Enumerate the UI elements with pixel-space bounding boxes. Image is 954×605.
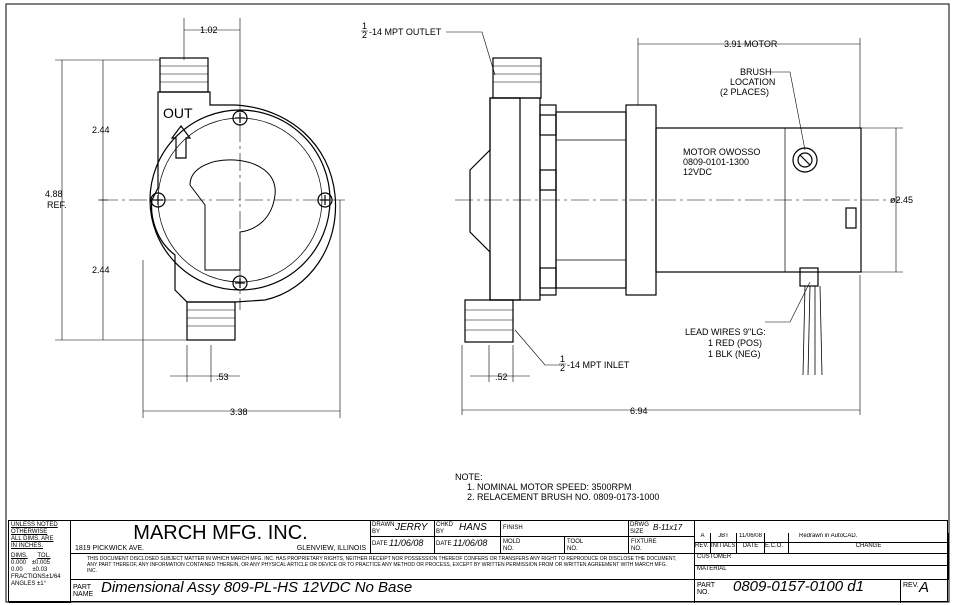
rev-row-rev: A <box>695 533 711 543</box>
mold-cell: MOLD NO. <box>501 537 565 554</box>
dim-motor: 3.91 MOTOR <box>724 39 778 49</box>
company-block: MARCH MFG. INC. 1819 PICKWICK AVE. GLENV… <box>71 521 371 554</box>
tol-line4: IN INCHES. <box>11 543 44 549</box>
motor-label-1: MOTOR OWOSSO <box>683 147 760 157</box>
fixture-label: FIXTURE NO. <box>631 539 657 552</box>
brush-label-2: LOCATION <box>730 77 775 87</box>
motor-label-3: 12VDC <box>683 167 713 177</box>
front-view-dimensions <box>55 18 341 418</box>
outlet-fraction-num: 1 <box>362 21 367 31</box>
note-item-1: 1. NOMINAL MOTOR SPEED: 3500RPM <box>467 482 632 492</box>
side-view-dimensions <box>446 31 903 415</box>
tol-dims-hdr: DIMS. <box>11 553 28 559</box>
tol-tol-hdr: TOL. <box>37 553 51 559</box>
drwg-size-label: DRWG SIZE <box>630 522 649 535</box>
tol-row2-dim: 0.00 <box>11 567 23 573</box>
title-block: UNLESS NOTED OTHERWISE ALL DIMS. ARE IN … <box>8 520 949 603</box>
dim-0-52: .52 <box>495 372 508 382</box>
chkd-by-label: CHKD BY <box>436 522 454 535</box>
chkd-by-cell: CHKD BY HANS <box>435 521 501 537</box>
chkd-date-label: DATE <box>436 541 452 547</box>
proprietary-notice: THIS DOCUMENT DISCLOSED SUBJECT MATTER I… <box>71 554 695 580</box>
dim-4-88-ref: REF. <box>47 200 67 210</box>
chkd-by-value: HANS <box>459 522 487 533</box>
side-view <box>455 57 900 376</box>
part-name-value: Dimensional Assy 809-PL-HS 12VDC No Base <box>101 580 413 596</box>
tol-row1-tol: ±0.005 <box>31 560 50 566</box>
note-item-2: 2. RELACEMENT BRUSH NO. 0809-0173-1000 <box>467 492 660 502</box>
customer-cell: CUSTOMER <box>695 554 949 566</box>
company-name: MARCH MFG. INC. <box>133 522 308 544</box>
dim-3-38: 3.38 <box>230 407 248 417</box>
rev-value: A <box>919 580 930 596</box>
rev-cell: REV. A <box>901 580 949 603</box>
drawn-by-cell: DRAWN BY JERRY <box>371 521 435 537</box>
inlet-label: -14 MPT INLET <box>567 360 630 370</box>
tol-line3: ALL DIMS. ARE <box>11 536 54 542</box>
tolerance-block: UNLESS NOTED OTHERWISE ALL DIMS. ARE IN … <box>9 521 71 603</box>
dim-6-94: 6.94 <box>630 406 648 416</box>
part-no-cell: PART NO. 0809-0157-0100 d1 <box>695 580 901 603</box>
part-no-value: 0809-0157-0100 d1 <box>733 580 864 595</box>
tol-row2-tol: ±0.03 <box>32 567 48 573</box>
inlet-fraction-num: 1 <box>560 354 565 364</box>
out-label: OUT <box>163 105 193 121</box>
tol-row1-dim: 0.000 <box>11 560 27 566</box>
outlet-fraction-den: 2 <box>362 30 367 40</box>
motor-label-2: 0809-0101-1300 <box>683 157 749 167</box>
lead-label-2: 1 RED (POS) <box>708 338 762 348</box>
brush-label-3: (2 PLACES) <box>720 87 769 97</box>
chkd-date-cell: DATE 11/06/08 <box>435 537 501 554</box>
drwg-size-cell: DRWG SIZE B-11x17 <box>629 521 695 537</box>
outlet-label: -14 MPT OUTLET <box>369 27 442 37</box>
brush-label-1: BRUSH <box>740 67 772 77</box>
dim-4-88: 4.88 <box>45 189 63 199</box>
notes: NOTE: 1. NOMINAL MOTOR SPEED: 3500RPM 2.… <box>455 472 659 502</box>
drawn-by-label: DRAWN BY <box>372 522 395 535</box>
tool-label: TOOL NO. <box>567 539 584 552</box>
inlet-fraction-den: 2 <box>560 363 565 373</box>
rev-hdr-initials: INITIALS <box>711 543 737 554</box>
part-no-label: PART NO. <box>697 582 715 596</box>
rev-hdr-date: DATE <box>737 543 765 554</box>
dim-diameter: ø2.45 <box>890 195 913 205</box>
drawn-by-value: JERRY <box>395 522 428 533</box>
tol-line1: UNLESS NOTED <box>11 522 58 528</box>
dim-2-44-lower: 2.44 <box>92 265 110 275</box>
notes-heading: NOTE: <box>455 472 483 482</box>
part-name-cell: PART NAME Dimensional Assy 809-PL-HS 12V… <box>71 580 695 603</box>
rev-row-eco <box>765 533 789 543</box>
front-view <box>100 57 345 341</box>
part-name-label: PART NAME <box>73 584 94 598</box>
tol-fractions: FRACTIONS±1/64 <box>11 574 61 580</box>
tol-angles: ANGLES ±1° <box>11 581 47 587</box>
finish-cell: FINISH <box>501 521 629 537</box>
tol-line2: OTHERWISE <box>11 529 48 535</box>
rev-hdr-eco: E.C.O. <box>765 543 789 554</box>
lead-label-1: LEAD WIRES 9"LG: <box>685 327 766 337</box>
lead-label-3: 1 BLK (NEG) <box>708 349 761 359</box>
finish-label: FINISH <box>503 525 523 531</box>
material-cell: MATERIAL <box>695 566 949 580</box>
rev-hdr-rev: REV. <box>695 543 711 554</box>
drwg-size-value: B-11x17 <box>653 523 683 532</box>
mold-label: MOLD NO. <box>503 539 521 552</box>
tool-cell: TOOL NO. <box>565 537 629 554</box>
drawn-date-cell: DATE 11/06/08 <box>371 537 435 554</box>
dim-2-44-upper: 2.44 <box>92 125 110 135</box>
fixture-cell: FIXTURE NO. <box>629 537 695 554</box>
chkd-date-value: 11/06/08 <box>453 538 488 548</box>
company-city: GLENVIEW, ILLINOIS <box>296 545 366 552</box>
company-address: 1819 PICKWICK AVE. <box>75 545 145 552</box>
dim-1-02: 1.02 <box>200 25 218 35</box>
rev-row-initials: JBT <box>711 533 737 543</box>
rev-hdr-change: CHANGE <box>789 543 949 554</box>
drawn-date-label: DATE <box>372 541 388 547</box>
rev-row-change: Redrawn in AutoCAD. <box>789 533 949 543</box>
drawn-date-value: 11/06/08 <box>389 538 424 548</box>
rev-label: REV. <box>903 582 919 589</box>
dim-0-53: .53 <box>216 372 229 382</box>
rev-row-date: 11/06/08 <box>737 533 765 543</box>
